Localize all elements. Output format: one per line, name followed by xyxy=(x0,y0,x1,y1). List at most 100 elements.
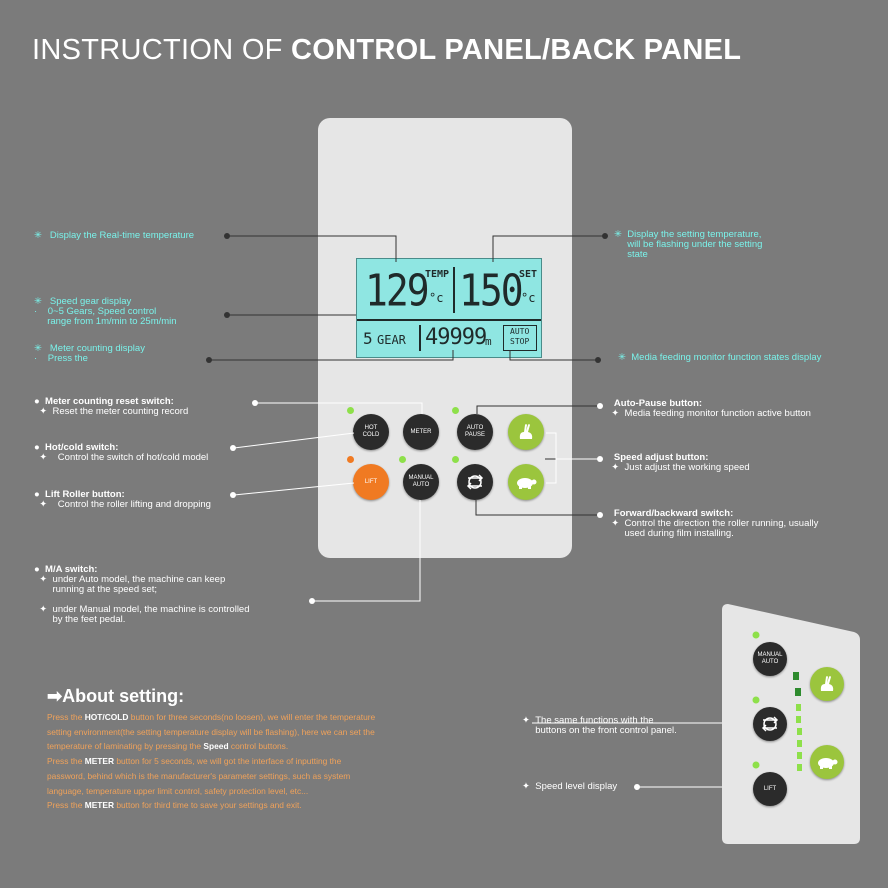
arrow-right-icon: ➡ xyxy=(47,686,63,706)
lift-led xyxy=(347,456,354,463)
auto-pause-text2: PAUSE xyxy=(465,432,485,438)
hot-cold-text2: COLD xyxy=(362,432,380,438)
auto-stop-indicator: AUTO STOP xyxy=(503,325,537,351)
forward-backward-icon xyxy=(761,716,779,732)
forward-backward-label: Forward/backward switch: ✦ Control the d… xyxy=(606,508,819,539)
hot-cold-led xyxy=(347,407,354,414)
fwd-desc2: used during film installing. xyxy=(624,528,734,539)
rabbit-icon xyxy=(820,676,834,691)
forward-backward-icon xyxy=(466,474,484,490)
dot xyxy=(230,492,236,498)
about-l6: language, temperature upper limit contro… xyxy=(47,785,309,796)
speed-down-button[interactable] xyxy=(508,464,544,500)
about-l1a: Press the xyxy=(47,712,85,722)
meter-unit: m xyxy=(485,335,492,348)
lift-title: Lift Roller button: xyxy=(45,489,125,500)
realtime-temp-value: 129 xyxy=(365,265,430,316)
hot-cold-desc: Control the switch of hot/cold model xyxy=(57,452,209,463)
about-l7b: METER xyxy=(84,800,115,811)
same-func-1: The same functions with the xyxy=(535,715,654,726)
meter-reset-desc: Reset the meter counting record xyxy=(52,406,189,417)
title-light: INSTRUCTION OF xyxy=(32,34,292,66)
dot xyxy=(230,445,236,451)
lift-text: LIFT xyxy=(364,478,378,485)
about-setting-text: Press the HOT/COLD button for three seco… xyxy=(47,710,457,813)
dot xyxy=(309,598,315,604)
realtime-temp-text: Display the Real-time temperature xyxy=(49,230,195,241)
auto-pause-label: Auto-Pause button: ✦ Media feeding monit… xyxy=(606,398,811,419)
dot xyxy=(597,456,603,462)
fwd-title: Forward/backward switch: xyxy=(613,508,734,519)
ma-desc1-2: running at the speed set; xyxy=(52,584,158,595)
about-l4a: Press the xyxy=(47,756,85,767)
meter-text: METER xyxy=(410,428,432,435)
back-lift-text: LIFT xyxy=(763,785,777,792)
setting-temp-text3: state xyxy=(627,249,648,260)
about-l4c: button for 5 seconds, we will got the in… xyxy=(114,756,342,767)
dot xyxy=(597,403,603,409)
about-l2: setting environment(the setting temperat… xyxy=(47,726,375,737)
turtle-icon xyxy=(818,758,838,769)
meter-display-text2: Press the xyxy=(47,353,88,364)
meter-button[interactable]: METER xyxy=(403,414,439,450)
dot xyxy=(597,512,603,518)
back-panel xyxy=(722,604,860,844)
meter-display-label: ✳ Meter counting display· Press the xyxy=(34,343,145,364)
auto-pause-text1: AUTO xyxy=(466,425,484,432)
about-l1b: HOT/COLD xyxy=(84,712,129,722)
meter-value: 49999 xyxy=(425,325,487,350)
auto-pause-desc: Media feeding monitor function active bu… xyxy=(624,408,811,419)
speed-adjust-title: Speed adjust button: xyxy=(613,452,709,463)
setting-temp-text2: will be flashing under the setting xyxy=(627,239,763,250)
back-speed-down-button[interactable] xyxy=(810,745,844,779)
speed-adjust-desc: Just adjust the working speed xyxy=(624,462,750,473)
ma-desc2-1: under Manual model, the machine is contr… xyxy=(52,604,250,615)
same-functions-label: ✦ The same functions with the buttons on… xyxy=(522,715,677,736)
turtle-icon xyxy=(517,478,537,489)
gear-label: GEAR xyxy=(377,333,406,347)
lift-button[interactable]: LIFT xyxy=(353,464,389,500)
back-speed-up-button[interactable] xyxy=(810,667,844,701)
speed-gear-text1: Speed gear display xyxy=(49,296,132,307)
media-monitor-label: ✳ Media feeding monitor function states … xyxy=(618,352,822,363)
ma-switch-label: ● M/A switch: ✦ under Auto model, the ma… xyxy=(34,564,250,625)
meter-reset-title: Meter counting reset switch: xyxy=(45,396,174,407)
auto-stop-line2: STOP xyxy=(510,337,530,346)
gear-value: 5 xyxy=(363,329,373,348)
back-forward-backward-button[interactable] xyxy=(753,707,787,741)
speed-gear-label: ✳ Speed gear display· 0~5 Gears, Speed c… xyxy=(34,296,177,327)
back-lift-button[interactable]: LIFT xyxy=(753,772,787,806)
about-l3a: temperature of laminating by pressing th… xyxy=(47,741,204,752)
manual-auto-text1: MANUAL xyxy=(408,475,434,482)
about-l7c: button for third time to save your setti… xyxy=(114,800,302,811)
meter-reset-label: ● Meter counting reset switch: ✦ Reset t… xyxy=(34,396,189,417)
back-manual-auto-text1: MANUAL xyxy=(757,652,783,659)
setting-temp-text1: Display the setting temperature, xyxy=(627,229,762,240)
set-temp-value: 150 xyxy=(459,265,524,316)
forward-backward-led xyxy=(452,456,459,463)
speed-up-button[interactable] xyxy=(508,414,544,450)
forward-backward-button[interactable] xyxy=(457,464,493,500)
auto-pause-title: Auto-Pause button: xyxy=(613,398,703,409)
same-func-2: buttons on the front control panel. xyxy=(535,725,677,736)
ma-desc2-2: by the feet pedal. xyxy=(52,614,126,625)
ma-title: M/A switch: xyxy=(45,564,98,575)
dot xyxy=(602,233,608,239)
setting-temp-label: ✳ Display the setting temperature, will … xyxy=(614,229,763,260)
temp-label: TEMP xyxy=(425,269,450,280)
about-heading-text: About setting: xyxy=(62,686,185,706)
dot xyxy=(634,784,640,790)
hot-cold-label: ● Hot/cold switch: ✦ Control the switch … xyxy=(34,442,209,463)
about-l4b: METER xyxy=(84,756,115,767)
ma-desc1-1: under Auto model, the machine can keep xyxy=(52,574,226,585)
dot xyxy=(224,312,230,318)
realtime-temp-label: ✳ Display the Real-time temperature xyxy=(34,230,195,241)
media-monitor-text: Media feeding monitor function states di… xyxy=(631,352,822,363)
rabbit-icon xyxy=(519,424,533,439)
speed-adjust-label: Speed adjust button: ✦ Just adjust the w… xyxy=(606,452,750,473)
fwd-desc1: Control the direction the roller running… xyxy=(624,518,819,529)
